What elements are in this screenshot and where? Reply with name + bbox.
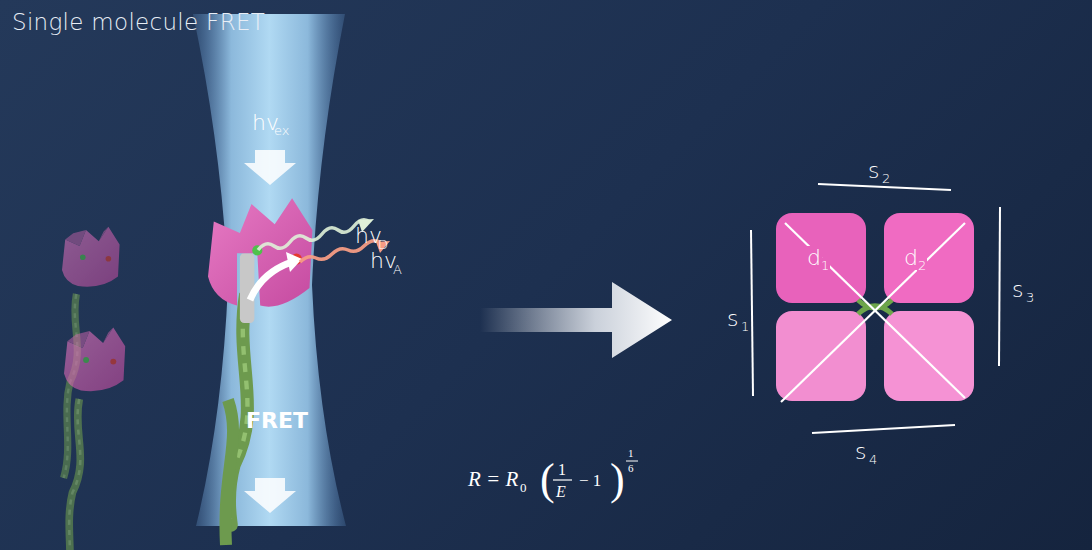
- formula-subscript: 0: [520, 481, 527, 494]
- exponent-denominator: 6: [628, 463, 634, 474]
- side-label: s: [727, 308, 738, 330]
- photon-label: hv: [355, 225, 382, 247]
- formula-text: − 1: [579, 472, 601, 489]
- side-subscript: 2: [882, 172, 890, 185]
- exponent-numerator: 1: [628, 448, 634, 459]
- side-subscript: 3: [1026, 291, 1034, 304]
- diagonal-subscript: 1: [820, 258, 830, 273]
- formula-denominator: E: [556, 484, 566, 500]
- formula-text: R = R: [468, 469, 518, 490]
- svg-text:(: (: [540, 455, 555, 504]
- side-label: s: [855, 441, 866, 463]
- side-label: s: [1012, 279, 1023, 301]
- side-subscript: 1: [741, 320, 749, 333]
- photon-subscript: A: [393, 263, 402, 276]
- svg-text:): ): [610, 455, 625, 504]
- diagonal-subscript: 2: [917, 258, 927, 273]
- side-subscript: 4: [869, 453, 877, 466]
- formula-numerator: 1: [558, 462, 566, 478]
- photon-label: hv: [370, 250, 397, 272]
- fret-label: FRET: [246, 410, 308, 432]
- side-label: s: [868, 160, 879, 182]
- photon-subscript: ex: [274, 124, 289, 137]
- title: Single molecule FRET: [12, 9, 265, 35]
